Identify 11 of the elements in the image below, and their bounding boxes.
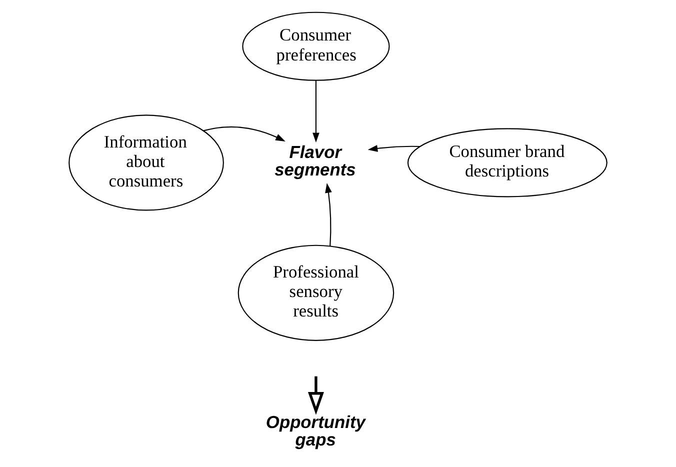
arrow (308, 376, 324, 415)
arrow (368, 145, 420, 152)
node-ellipse: Consumer preferences (242, 12, 390, 81)
arrow (325, 183, 332, 246)
arrow (203, 126, 286, 142)
arrow (312, 80, 320, 143)
node-text: Flavor segments (274, 142, 356, 180)
node-text: Opportunity gaps (266, 412, 366, 450)
node-ellipse: Consumer brand descriptions (407, 128, 608, 198)
node-ellipse: Information about consumers (68, 114, 224, 211)
node-ellipse: Professional sensory results (238, 244, 394, 341)
